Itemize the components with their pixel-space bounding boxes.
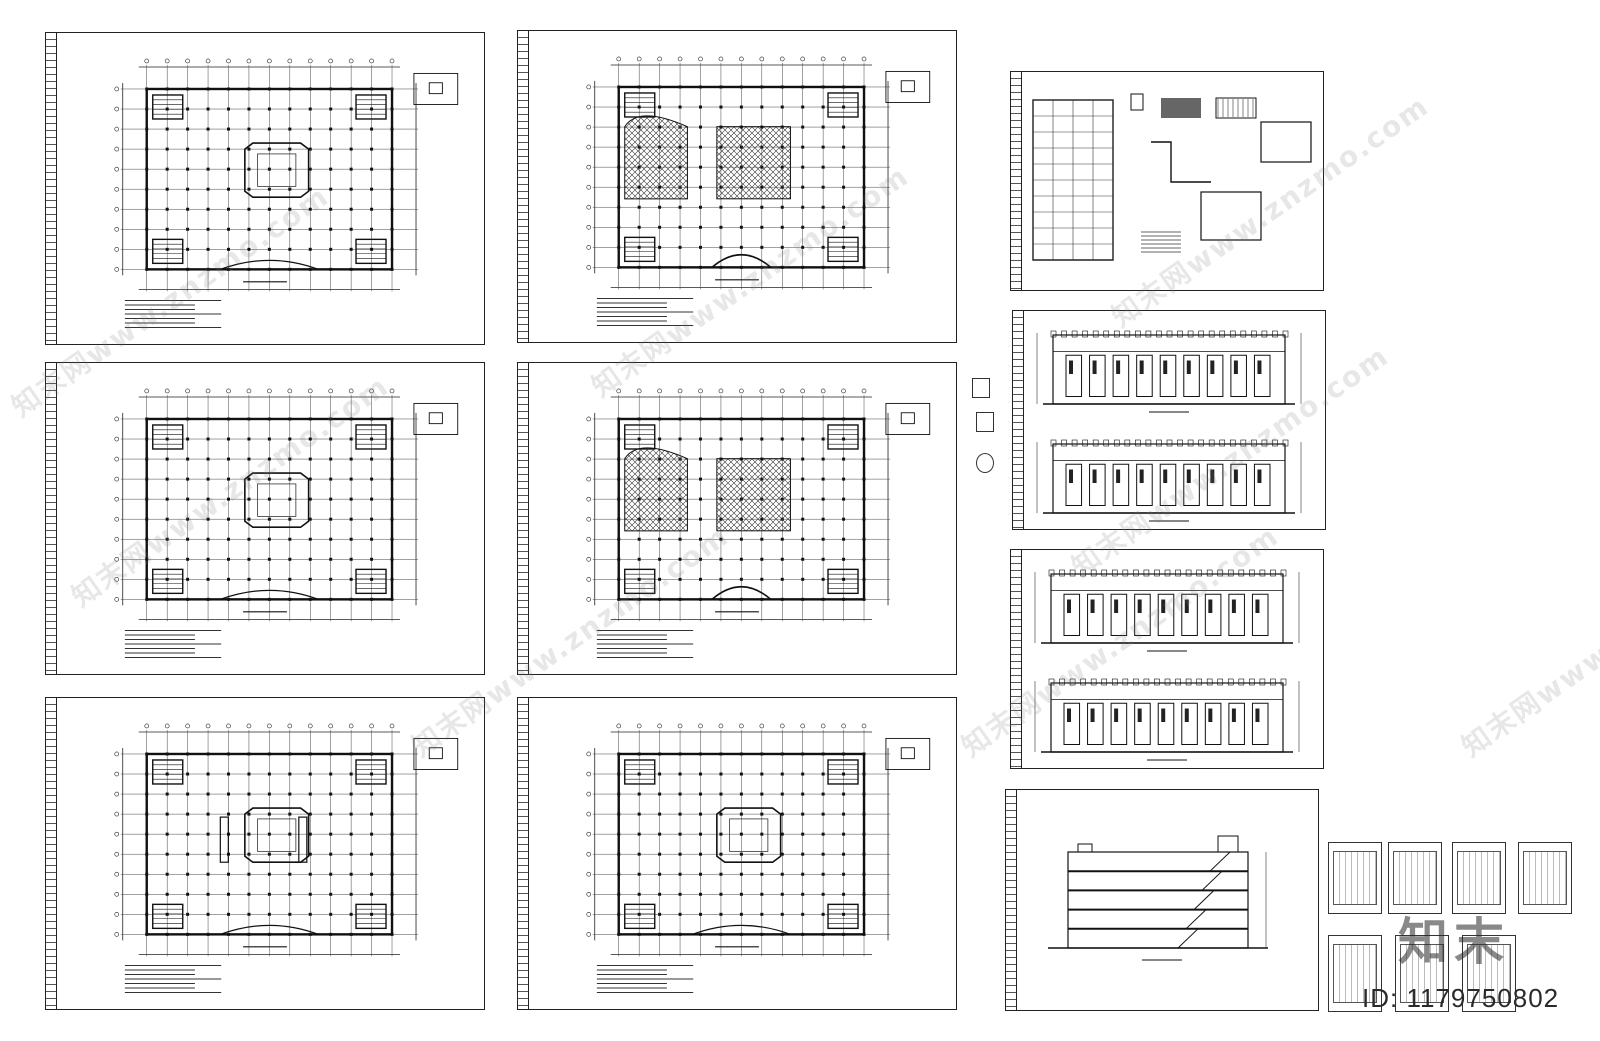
thumbnail-sheet — [1452, 842, 1506, 914]
thumbnail-drawing — [1457, 851, 1501, 905]
thumbnail-drawing — [1400, 944, 1444, 1003]
thumbnail-drawing — [1333, 944, 1377, 1003]
title-strip — [1011, 550, 1022, 768]
elevation-drawing — [1036, 330, 1302, 522]
title-strip — [1013, 311, 1024, 529]
detail-drawing — [1032, 93, 1312, 261]
plan-sheet-3 — [45, 362, 485, 675]
thumbnail-drawing — [1467, 944, 1511, 1003]
loose-detail — [972, 378, 990, 398]
elevation-drawing — [1034, 569, 1300, 761]
thumbnail-drawing — [1333, 851, 1377, 905]
brand-logo: 知末 — [1398, 913, 1510, 971]
thumbnail-sheet — [1462, 935, 1516, 1012]
title-strip — [518, 363, 529, 674]
floor-plan-drawing — [586, 56, 931, 326]
section-sheet — [1005, 789, 1319, 1011]
section-drawing — [1048, 835, 1268, 961]
floor-plan-drawing — [586, 723, 931, 993]
floor-plan-drawing — [114, 723, 459, 993]
title-strip — [46, 33, 57, 344]
image-id-label: ID: 1179750802 — [1362, 983, 1560, 1013]
thumbnail-sheet — [1518, 842, 1572, 914]
plan-sheet-6 — [517, 697, 957, 1010]
thumbnail-drawing — [1523, 851, 1567, 905]
title-strip — [518, 698, 529, 1009]
loose-detail — [976, 412, 994, 432]
thumbnail-drawing — [1393, 851, 1437, 905]
elevation-sheet-2 — [1010, 549, 1324, 769]
plan-sheet-5 — [45, 697, 485, 1010]
plan-sheet-2 — [517, 30, 957, 343]
title-strip — [46, 363, 57, 674]
watermark-text: 知末网www.znzmo.com — [1455, 519, 1600, 764]
thumbnail-sheet — [1328, 842, 1382, 914]
thumbnail-sheet — [1395, 935, 1449, 1012]
elevation-sheet-1 — [1012, 310, 1326, 530]
title-strip — [46, 698, 57, 1009]
thumbnail-sheet — [1388, 842, 1442, 914]
floor-plan-drawing — [114, 388, 459, 658]
title-strip — [518, 31, 529, 342]
floor-plan-drawing — [586, 388, 931, 658]
loose-detail — [976, 453, 994, 473]
plan-sheet-4 — [517, 362, 957, 675]
thumbnail-sheet — [1328, 935, 1382, 1012]
plan-sheet-1 — [45, 32, 485, 345]
detail-sheet — [1010, 71, 1324, 291]
title-strip — [1006, 790, 1017, 1010]
title-strip — [1011, 72, 1022, 290]
floor-plan-drawing — [114, 58, 459, 328]
